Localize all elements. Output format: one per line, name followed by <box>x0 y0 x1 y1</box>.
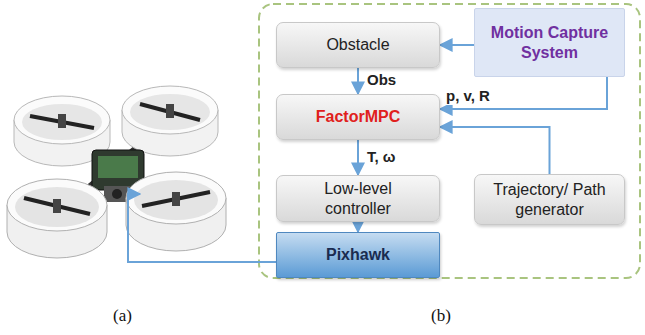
node-text: Motion Capture System <box>485 23 615 61</box>
connector-arrow <box>440 44 474 46</box>
node-text: FactorMPC <box>316 107 400 126</box>
panel-label: (b) <box>431 306 451 326</box>
signal-label: Obs <box>365 72 398 89</box>
panel-label: (a) <box>113 306 132 326</box>
connector-arrow <box>357 68 359 94</box>
signal-label: p, v, R <box>444 88 492 105</box>
connector-arrow <box>440 77 607 109</box>
drone-illustration <box>7 86 226 258</box>
process-box: Obstacle <box>276 22 440 68</box>
pixhawk-to-drone-line <box>128 194 276 262</box>
connector-arrow <box>357 140 359 175</box>
node-text: Trajectory/ Path generator <box>487 180 612 218</box>
process-box: Low-level controller <box>276 175 440 222</box>
generator-box: Trajectory/ Path generator <box>474 174 625 225</box>
node-text: Low-level controller <box>308 179 408 217</box>
controller-box: FactorMPC <box>276 94 440 140</box>
node-text: Obstacle <box>326 35 389 54</box>
connector-arrow <box>440 127 550 174</box>
dashed-region <box>259 4 640 278</box>
connector-arrow <box>357 222 359 232</box>
hardware-box: Pixhawk <box>276 232 440 278</box>
signal-label: T, ω <box>365 149 398 166</box>
sensor-box: Motion Capture System <box>474 8 625 77</box>
node-text: Pixhawk <box>326 245 390 264</box>
